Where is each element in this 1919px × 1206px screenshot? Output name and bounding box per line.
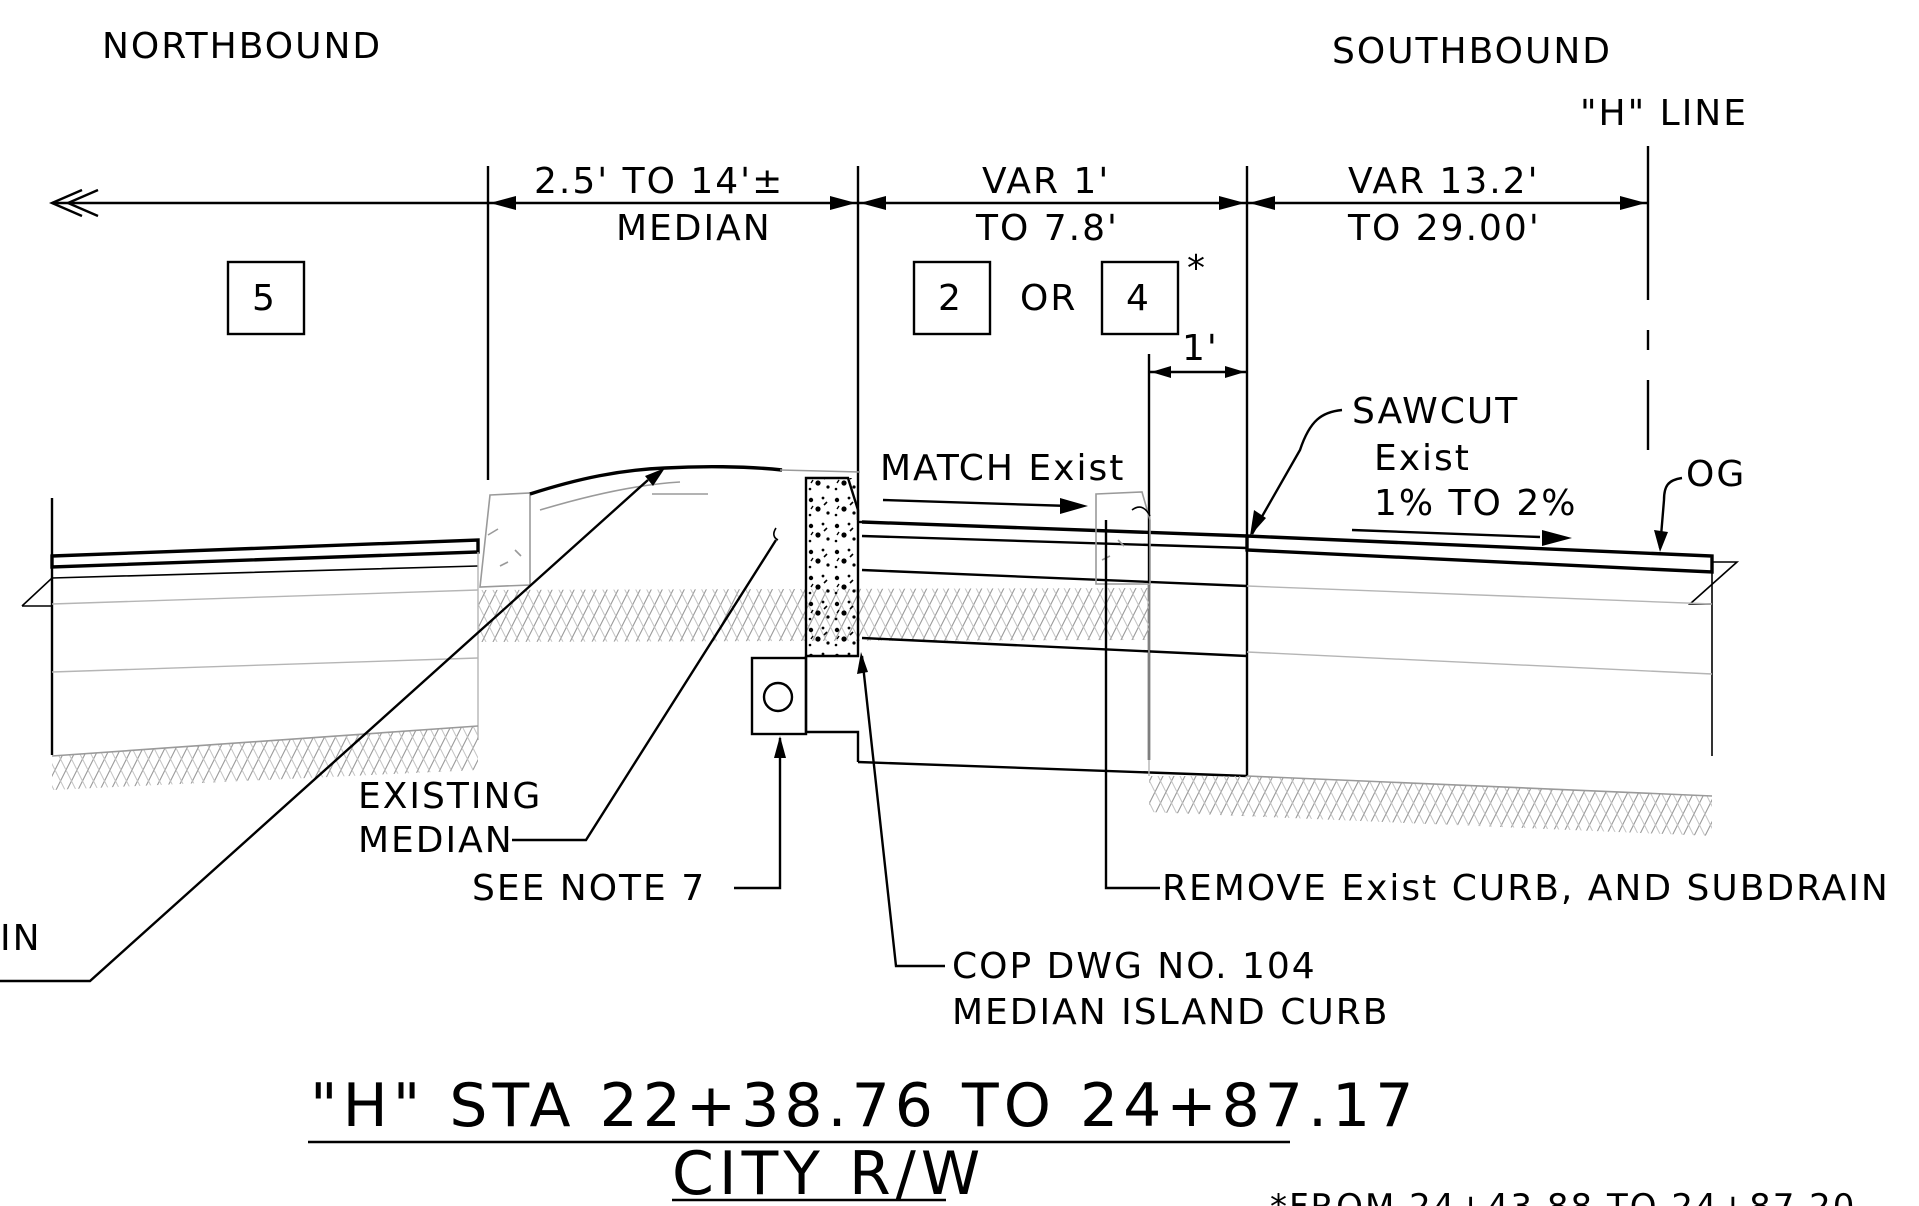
slope-label: 1% TO 2% xyxy=(1374,483,1577,524)
median-dim-text-2: MEDIAN xyxy=(616,208,772,249)
match-exist-label: MATCH Exist xyxy=(880,448,1125,489)
row-title: CITY R/W xyxy=(672,1139,985,1206)
or-text: OR xyxy=(1020,278,1077,319)
box-4-text: 4 xyxy=(1126,278,1151,319)
og-label: OG xyxy=(1686,454,1746,495)
sawcut-label-1: SAWCUT xyxy=(1352,391,1519,432)
southbound-roadway xyxy=(1149,534,1740,836)
subdrain-box xyxy=(750,656,808,736)
footnote-partial: *FROM 24+43.88 TO 24+87.20 xyxy=(1270,1187,1856,1206)
remove-curb-label: REMOVE Exist CURB, AND SUBDRAIN xyxy=(1162,868,1890,909)
subdrain-pipe-icon xyxy=(762,681,794,713)
northbound-roadway xyxy=(21,498,480,790)
existing-median-label-1: EXISTING xyxy=(358,776,542,817)
sawcut-label-2: Exist xyxy=(1374,438,1471,479)
section-box-2 xyxy=(912,260,992,336)
median-dim-text-1: 2.5' TO 14'± xyxy=(534,161,784,202)
section-box-5 xyxy=(226,260,306,336)
northbound-label: NORTHBOUND xyxy=(102,26,382,67)
one-foot-dim-text: 1' xyxy=(1182,328,1219,369)
existing-median-label-2: MEDIAN xyxy=(358,820,514,861)
cop-dwg-label-1: COP DWG NO. 104 xyxy=(952,946,1317,987)
dimension-lines xyxy=(48,146,1650,760)
new-pavement xyxy=(857,491,1249,778)
see-note-label: SEE NOTE 7 xyxy=(472,868,706,909)
section-box-4 xyxy=(1100,260,1180,336)
var2-dim-text-1: VAR 13.2' xyxy=(1348,161,1539,202)
var2-dim-text-2: TO 29.00' xyxy=(1347,208,1541,249)
box-2-text: 2 xyxy=(938,278,963,319)
asterisk-mark: * xyxy=(1187,248,1207,289)
median-area xyxy=(478,465,1149,762)
callout-leaders xyxy=(0,408,1683,983)
var1-dim-text-1: VAR 1' xyxy=(982,161,1110,202)
var1-dim-text-2: TO 7.8' xyxy=(975,208,1119,249)
southbound-label: SOUTHBOUND xyxy=(1332,31,1612,72)
left-partial-label: IN xyxy=(0,918,42,959)
h-line-label: "H" LINE xyxy=(1580,93,1748,134)
cop-dwg-label-2: MEDIAN ISLAND CURB xyxy=(952,992,1389,1033)
box-5-text: 5 xyxy=(252,278,277,319)
station-title: "H" STA 22+38.76 TO 24+87.17 xyxy=(310,1071,1418,1141)
